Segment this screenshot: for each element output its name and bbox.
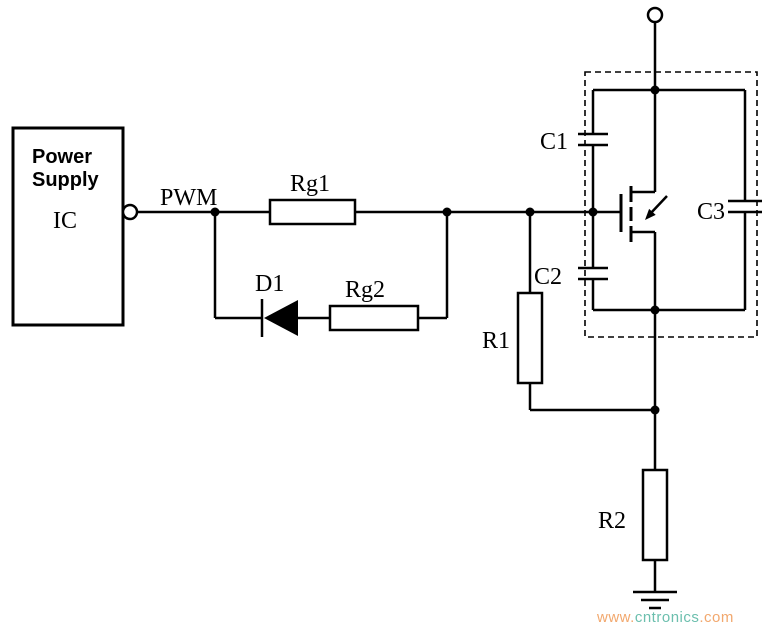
pwm-label: PWM — [160, 185, 217, 211]
power-supply-label-line1: Power — [32, 146, 92, 168]
c1-label: C1 — [540, 129, 568, 155]
mosfet-parasitic-boundary — [584, 71, 758, 338]
d1-label: D1 — [255, 271, 284, 297]
power-supply-label-line2: Supply — [32, 169, 100, 191]
c3-capacitor: C3 — [697, 199, 762, 225]
junction-dot — [650, 305, 660, 315]
c2-label: C2 — [534, 264, 562, 290]
watermark-suffix: .com — [699, 609, 734, 626]
mosfet-body-arrow-shaft — [649, 195, 668, 215]
wires — [137, 22, 747, 592]
c2-capacitor: C2 — [534, 264, 608, 290]
power-supply-ic-box — [11, 126, 125, 327]
rg1-resistor-body — [268, 198, 357, 226]
d1-triangle — [264, 300, 298, 336]
junction-dots — [210, 85, 660, 415]
rg1-resistor: Rg1 — [268, 171, 357, 226]
r1-resistor-body — [516, 291, 544, 385]
junction-dot — [525, 207, 535, 217]
mosfet — [619, 186, 668, 242]
d1-diode: D1 — [255, 271, 298, 337]
junction-dot — [650, 405, 660, 415]
mosfet-body-arrow-head — [645, 208, 656, 220]
power-supply-label-ic: IC — [53, 208, 77, 234]
junction-dot — [588, 207, 598, 217]
r2-resistor-body — [641, 468, 669, 562]
ground-symbol — [633, 590, 677, 610]
watermark-middle: cntronics — [635, 609, 700, 626]
r2-resistor: R2 — [598, 468, 669, 562]
rg2-resistor-body — [328, 304, 420, 332]
r1-label: R1 — [482, 328, 510, 354]
junction-dot — [210, 207, 220, 217]
drain-supply-terminal — [646, 6, 664, 24]
watermark: www.cntronics.com — [596, 609, 734, 626]
rg2-resistor: Rg2 — [328, 277, 420, 332]
c1-capacitor: C1 — [540, 129, 608, 155]
r2-label: R2 — [598, 508, 626, 534]
pwm-output-terminal — [121, 203, 139, 221]
power-supply-ic: Power Supply IC — [11, 126, 139, 327]
c3-label: C3 — [697, 199, 725, 225]
rg1-label: Rg1 — [290, 171, 330, 197]
junction-dot — [650, 85, 660, 95]
junction-dot — [442, 207, 452, 217]
r1-resistor: R1 — [482, 291, 544, 385]
rg2-label: Rg2 — [345, 277, 385, 303]
watermark-prefix: www. — [596, 609, 635, 626]
